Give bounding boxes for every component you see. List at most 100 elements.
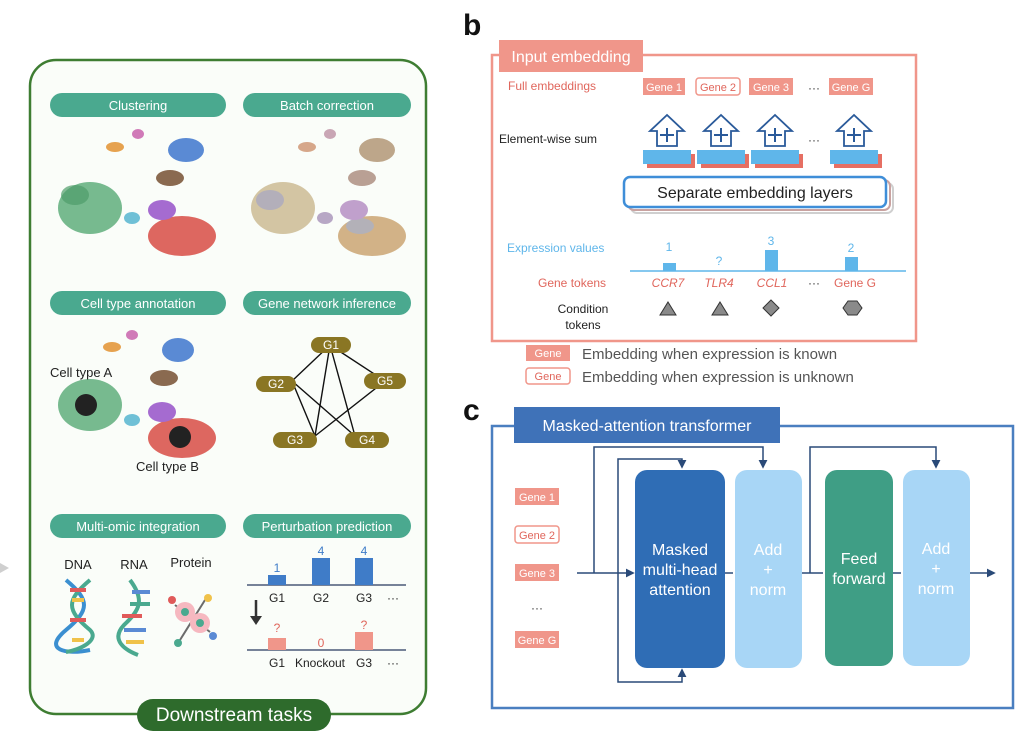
input-gene-ellipsis: ··· [531,601,543,615]
perturb-pred-mark-knockout: 0 [318,636,325,650]
svg-text:G4: G4 [359,433,375,447]
perturb-value-g1: 1 [274,561,281,575]
task-pill-multiomic: Multi-omic integration [50,514,226,538]
sum-ellipsis: ··· [808,133,820,147]
full-embeddings-label: Full embeddings [508,79,596,93]
expression-value-2: ? [716,254,723,268]
panel-c-letter: c [463,394,480,427]
svg-text:Masked: Masked [652,542,708,559]
sum-stack-1 [643,113,695,168]
cell-type-b-marker [169,426,191,448]
batch-correction-umap-image [251,129,406,256]
expression-bar-1 [663,263,676,271]
svg-text:attention: attention [649,582,710,599]
sum-stack-3 [751,113,803,168]
expression-value-3: 3 [768,234,775,248]
sum-stack-2 [697,113,749,168]
add-norm-block-2: Add + norm [903,470,970,666]
svg-text:forward: forward [832,571,885,588]
plus-arrow-icon [755,113,795,147]
svg-text:G3: G3 [287,433,303,447]
omics-dna-label: DNA [64,557,92,572]
network-node-g3: G3 [273,432,317,448]
rna-strand-icon [116,578,150,657]
input-gene-g: Gene G [515,631,559,648]
task-pill-batch-correction: Batch correction [243,93,411,117]
gene-token-ellipsis: ··· [808,276,820,290]
svg-text:norm: norm [750,582,786,599]
dna-helix-icon [54,578,95,654]
svg-text:Gene 3: Gene 3 [519,568,555,580]
svg-text:G2: G2 [268,377,284,391]
expression-bar-g [845,257,858,271]
panel-c: c Masked-attention transformer Gene 1 Ge… [463,394,1015,710]
condition-hexagon-icon [842,300,863,316]
expression-values-label: Expression values [507,241,604,255]
input-embedding-title-text: Input embedding [511,49,630,66]
gene-token-tlr4: TLR4 [704,276,734,290]
svg-text:+: + [931,561,940,578]
full-embedding-gene-g: Gene G [829,78,873,95]
network-node-g2: G2 [256,376,296,392]
panel-b: b Input embedding Full embeddings Gene 1… [463,9,918,386]
plus-arrow-icon [647,113,687,147]
perturb-bottom-label-g3: G3 [356,656,372,670]
transformer-title: Masked-attention transformer [514,407,780,443]
perturb-top-label-g1: G1 [269,591,285,605]
condition-diamond-icon [762,299,780,317]
downstream-tasks-title: Downstream tasks [137,699,331,731]
perturb-top-ellipsis: ··· [387,591,399,605]
legend-unknown-text: Embedding when expression is unknown [582,369,854,386]
gene-token-ccl1: CCL1 [757,276,788,290]
gene-token-ccr7: CCR7 [652,276,686,290]
clustering-umap-image [58,129,216,256]
cell-type-b-label: Cell type B [136,459,199,474]
expression-value-1: 1 [666,240,673,254]
perturb-pred-bar-g3 [355,632,373,650]
perturb-bar-g3 [355,558,373,585]
condition-tokens-label-line1: Condition [558,302,609,316]
svg-text:Gene G: Gene G [518,635,557,647]
gene-token-gene-g: Gene G [834,276,876,290]
perturbation-chart: 1 4 4 G1 G2 G3 ··· ? 0 ? G1 Knockout G3 … [247,544,406,670]
element-wise-sum-label: Element-wise sum [499,132,597,146]
task-label-perturb: Perturbation prediction [262,519,393,534]
svg-text:Gene 1: Gene 1 [646,82,682,94]
multiomic-illustration: DNA RNA Protein [54,555,217,657]
full-embedding-gene-2: Gene 2 [695,77,741,96]
condition-tokens-label-line2: tokens [565,318,600,332]
left-edge-arrow-icon [0,563,9,573]
perturb-bottom-label-g1: G1 [269,656,285,670]
plus-arrow-icon [834,113,874,147]
perturb-pred-mark-g1: ? [274,621,281,635]
svg-text:Feed: Feed [841,551,877,568]
transformer-title-text: Masked-attention transformer [543,418,753,435]
perturb-bar-g2 [312,558,330,585]
perturb-pred-mark-g3: ? [361,618,368,632]
svg-text:Gene 2: Gene 2 [700,82,736,94]
svg-text:Add: Add [754,542,782,559]
expression-bar-3 [765,250,778,271]
network-node-g1: G1 [311,337,351,353]
task-pill-cell-type: Cell type annotation [50,291,226,315]
task-pill-gene-network: Gene network inference [243,291,411,315]
full-embedding-gene-3: Gene 3 [749,78,793,95]
task-pill-perturbation: Perturbation prediction [243,514,411,538]
plus-arrow-icon [701,113,741,147]
condition-triangle-icon [659,301,677,316]
panel-a: Clustering Batch correction Cell type an… [0,58,428,731]
task-label-clustering: Clustering [109,98,168,113]
input-embedding-title: Input embedding [499,40,643,72]
add-norm-block-1: Add + norm [735,470,802,668]
svg-text:G1: G1 [323,338,339,352]
svg-text:G5: G5 [377,374,393,388]
expression-value-g: 2 [848,241,855,255]
omics-rna-label: RNA [120,557,148,572]
perturb-top-label-g3: G3 [356,591,372,605]
full-embedding-gene-1: Gene 1 [643,78,685,95]
sum-stack-g [830,113,882,168]
task-label-gni: Gene network inference [258,296,396,311]
input-gene-3: Gene 3 [515,564,559,581]
svg-text:Add: Add [922,541,950,558]
gene-network-diagram: G1 G2 G5 G3 G4 [256,337,406,448]
